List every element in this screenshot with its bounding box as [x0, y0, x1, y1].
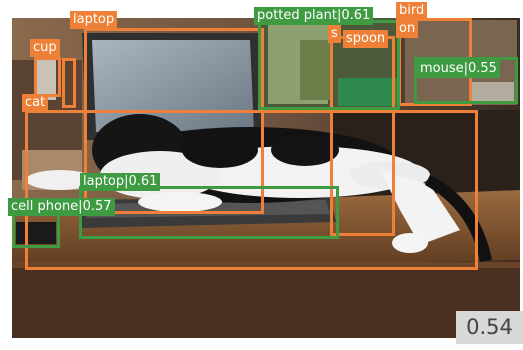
bbox-cell-phone: [12, 212, 60, 248]
label-cup: cup: [30, 39, 60, 57]
bbox-cat: [25, 110, 478, 270]
label-cell-phone: cell phone|0.57: [8, 198, 115, 216]
bbox-mouse: [414, 57, 518, 104]
bbox-laptop: [84, 28, 264, 214]
bbox-laptop-gt: [79, 186, 339, 239]
label-potted-plant: potted plant|0.61: [254, 7, 374, 25]
label-mouse: mouse|0.55: [417, 60, 500, 78]
label-on: on: [396, 20, 419, 38]
score-badge: 0.54: [456, 311, 523, 344]
label-laptop-gt: laptop|0.61: [80, 173, 161, 191]
label-spoon: spoon: [343, 30, 389, 48]
bbox-small-item: [62, 58, 76, 108]
label-bird: bird: [396, 2, 428, 20]
bbox-cup: [34, 57, 61, 97]
label-s: s: [328, 25, 341, 43]
label-cat: cat: [22, 94, 49, 112]
label-laptop: laptop: [70, 11, 118, 29]
